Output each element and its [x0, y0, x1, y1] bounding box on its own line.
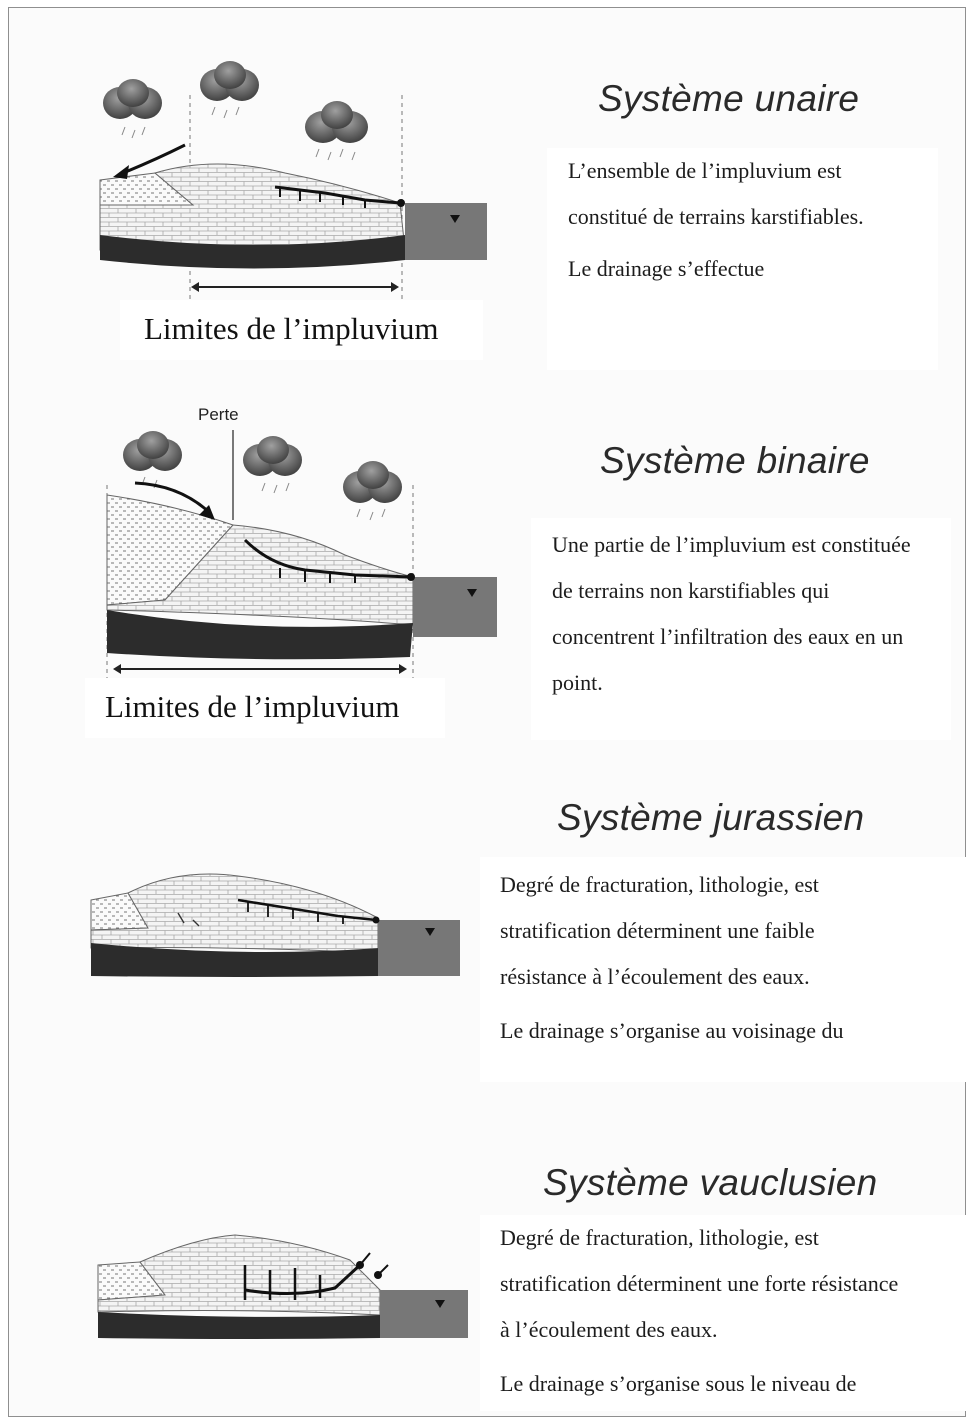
jura-system-figure [90, 873, 460, 977]
paragraph: Le drainage s’organise au voisinage du [500, 1018, 844, 1043]
cloud-icon [305, 101, 368, 143]
paragraph: Le drainage s’effectue [568, 256, 765, 281]
cloud-icon [200, 61, 259, 101]
paragraph: Degré de fracturation, lithologie, est s… [500, 872, 819, 989]
section-title-unary: Système unaire [598, 78, 860, 119]
cloud-icon [243, 436, 302, 476]
impluvium-limits-label: Limites de l’impluvium [85, 678, 445, 738]
vaucluse-system-figure [97, 1234, 468, 1339]
binary-system-figure [106, 430, 497, 680]
section-title-binary: Système binaire [600, 440, 870, 481]
vaucluse-description: Degré de fracturation, lithologie, est s… [480, 1215, 966, 1411]
section-title-vaucluse: Système vauclusien [543, 1162, 878, 1203]
unary-system-figure [99, 61, 487, 303]
unary-description: L’ensemble de l’impluvium est constitué … [547, 148, 938, 370]
impluvium-limits-label: Limites de l’impluvium [120, 300, 483, 360]
cloud-icon [103, 79, 162, 119]
section-title-jura: Système jurassien [557, 797, 865, 838]
loss-label: Perte [198, 405, 239, 424]
cloud-icon [343, 461, 402, 503]
paragraph: Degré de fracturation, lithologie, est s… [500, 1225, 899, 1342]
paragraph: Le drainage s’organise sous le niveau de [500, 1371, 857, 1396]
paragraph: L’ensemble de l’impluvium est constitué … [568, 158, 864, 229]
paragraph: Une partie de l’impluvium est constituée… [552, 532, 911, 695]
binary-description: Une partie de l’impluvium est constituée… [531, 518, 951, 740]
cloud-icon [123, 431, 182, 471]
jura-description: Degré de fracturation, lithologie, est s… [480, 857, 966, 1082]
